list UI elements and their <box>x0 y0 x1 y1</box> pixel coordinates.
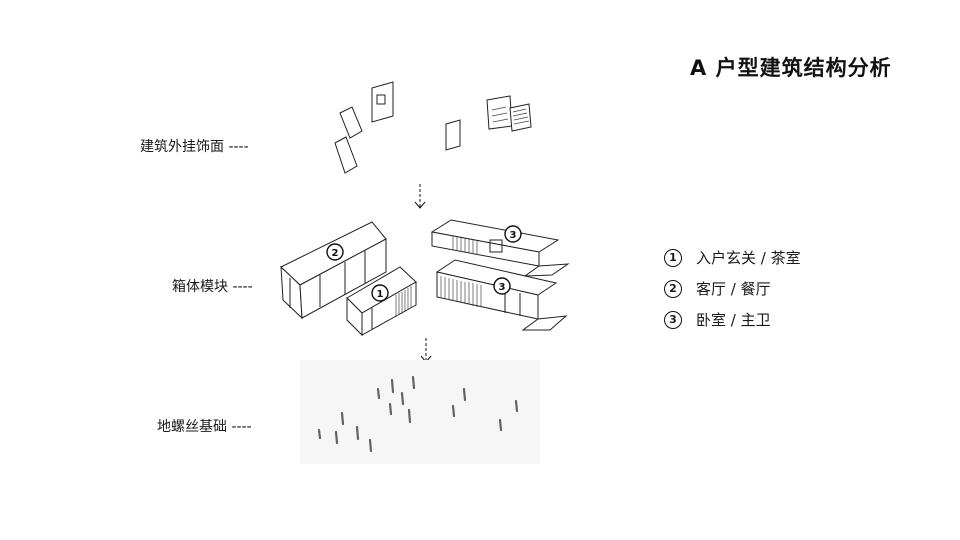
module-bedroom-upper-hatch <box>452 236 478 255</box>
cladding-panels <box>334 81 532 174</box>
legend-item: 3 卧室 / 主卫 <box>664 309 771 330</box>
module-tag-bedroom-upper: 3 <box>510 230 517 241</box>
legend-item: 1 入户玄关 / 茶室 <box>664 247 801 268</box>
page-title: A 户型建筑结构分析 <box>690 56 892 80</box>
module-tag-living: 2 <box>332 248 339 259</box>
legend-label: 入户玄关 / 茶室 <box>696 249 801 267</box>
layer-label-modules: 箱体模块 ---- <box>172 279 253 295</box>
layer-label-cladding: 建筑外挂饰面 ---- <box>140 139 249 155</box>
foundation-ground-plane <box>300 360 540 464</box>
legend-number: 2 <box>664 279 682 298</box>
legend-label: 客厅 / 餐厅 <box>696 280 771 298</box>
module-entrance-hatch <box>395 286 412 317</box>
legend-label: 卧室 / 主卫 <box>696 311 771 329</box>
ground-screws <box>317 375 519 453</box>
legend-item: 2 客厅 / 餐厅 <box>664 278 771 299</box>
module-tag-entrance: 1 <box>377 289 384 300</box>
module-tags: 2 1 3 3 <box>326 225 522 302</box>
module-bedroom-lower-hatch <box>440 276 482 307</box>
layer-label-foundation: 地螺丝基础 ---- <box>157 419 252 435</box>
explode-arrow-top <box>414 184 426 209</box>
legend-number: 1 <box>664 248 682 267</box>
cladding-louver-hatch <box>491 106 530 125</box>
module-tag-bedroom-lower: 3 <box>499 282 506 293</box>
module-bedroom-upper <box>430 219 570 277</box>
legend-number: 3 <box>664 310 682 329</box>
explode-arrow-bottom <box>420 338 432 363</box>
